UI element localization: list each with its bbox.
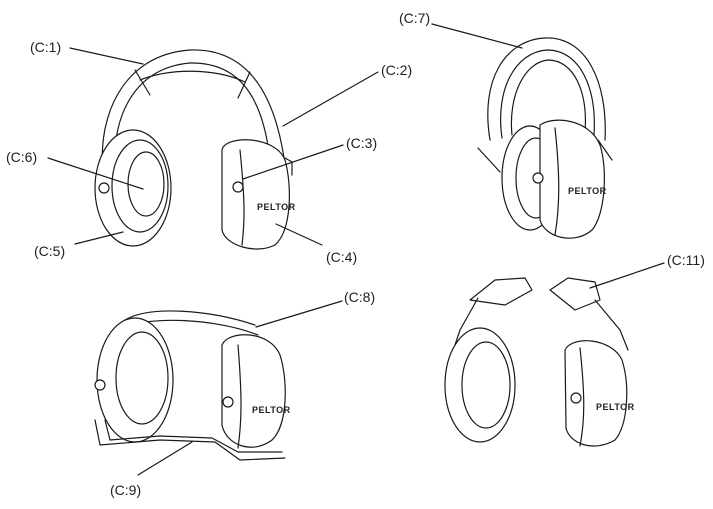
brand-mark-right-cup: PELTOR	[257, 202, 296, 212]
callout-c3: (C:3)	[346, 135, 377, 151]
callout-c11: (C:11)	[667, 252, 705, 268]
headband-earmuff-figure: PELTOR	[94, 49, 296, 250]
callout-c5: (C:5)	[34, 243, 65, 259]
callout-c7: (C:7)	[399, 10, 430, 26]
folding-earmuff-figure: PELTOR	[477, 37, 613, 239]
callout-c6: (C:6)	[6, 149, 37, 165]
callout-c2: (C:2)	[381, 62, 412, 78]
leader-lines	[47, 23, 665, 476]
helmet-attachment-earmuff-figure: PELTOR	[444, 277, 635, 447]
neckband-earmuff-figure: PELTOR	[94, 310, 291, 461]
brand-mark-helmet-cup: PELTOR	[596, 402, 635, 412]
callout-c4: (C:4)	[326, 249, 357, 265]
callout-c1: (C:1)	[30, 39, 61, 55]
callout-c9: (C:9)	[110, 482, 141, 498]
brand-mark-folding-cup: PELTOR	[568, 186, 607, 196]
brand-mark-neckband-cup: PELTOR	[252, 405, 291, 415]
callout-c8: (C:8)	[344, 289, 375, 305]
